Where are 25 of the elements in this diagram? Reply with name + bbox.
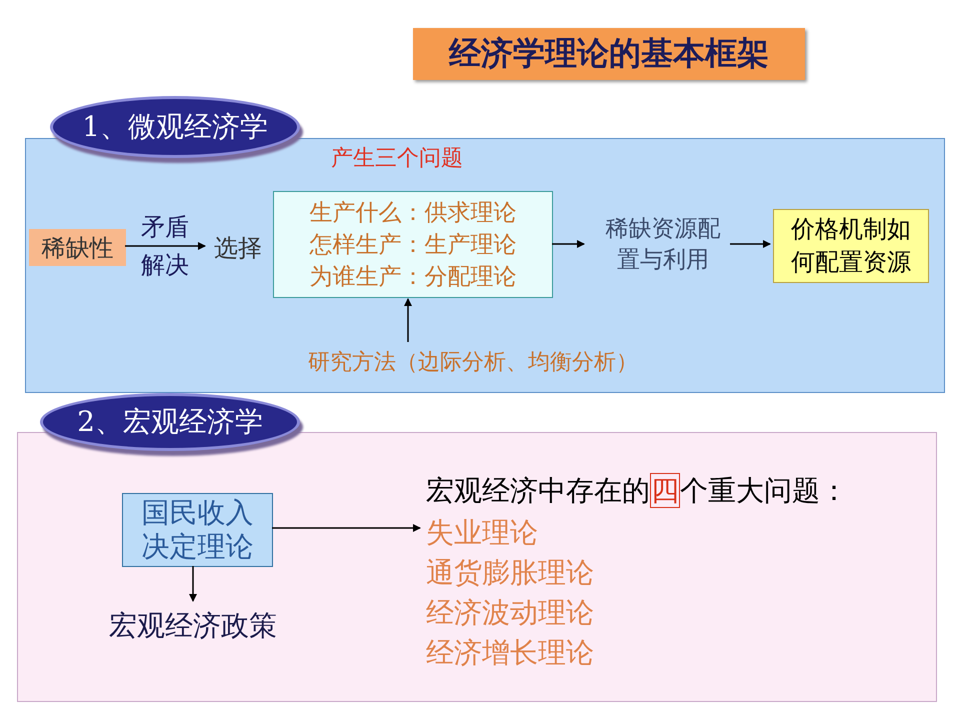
- arrow: [272, 524, 421, 532]
- ellipse-badge: 2、宏观经济学: [40, 393, 300, 451]
- text: 稀缺资源配置与利用: [589, 213, 737, 277]
- text-box: 国民收入决定理论: [122, 493, 273, 567]
- edge-label: 矛盾: [140, 212, 190, 242]
- text: 宏观经济政策: [93, 604, 293, 648]
- text-box: 稀缺性: [29, 229, 126, 266]
- list-item: 经济增长理论: [426, 635, 595, 671]
- arrow: [189, 566, 197, 602]
- ellipse-badge: 1、微观经济学: [50, 96, 300, 158]
- text: 研究方法（边际分析、均衡分析）: [271, 343, 675, 381]
- arrow: [552, 240, 585, 248]
- arrow: [125, 242, 206, 250]
- arrow: [404, 298, 412, 342]
- list-item: 失业理论: [426, 515, 539, 551]
- label-text: 解决: [140, 250, 190, 280]
- heading-text: 产生三个问题: [331, 145, 463, 173]
- text: 选择: [208, 231, 268, 265]
- heading-text: 宏观经济中存在的四个重大问题：: [426, 472, 849, 510]
- list-item: 经济波动理论: [426, 595, 595, 631]
- text-box: 价格机制如何配置资源: [773, 209, 929, 283]
- title-banner: 经济学理论的基本框架: [413, 28, 805, 80]
- text-box: 生产什么：供求理论 怎样生产：生产理论 为谁生产：分配理论: [273, 191, 553, 298]
- list-item: 通货膨胀理论: [426, 555, 595, 591]
- arrow: [730, 240, 771, 248]
